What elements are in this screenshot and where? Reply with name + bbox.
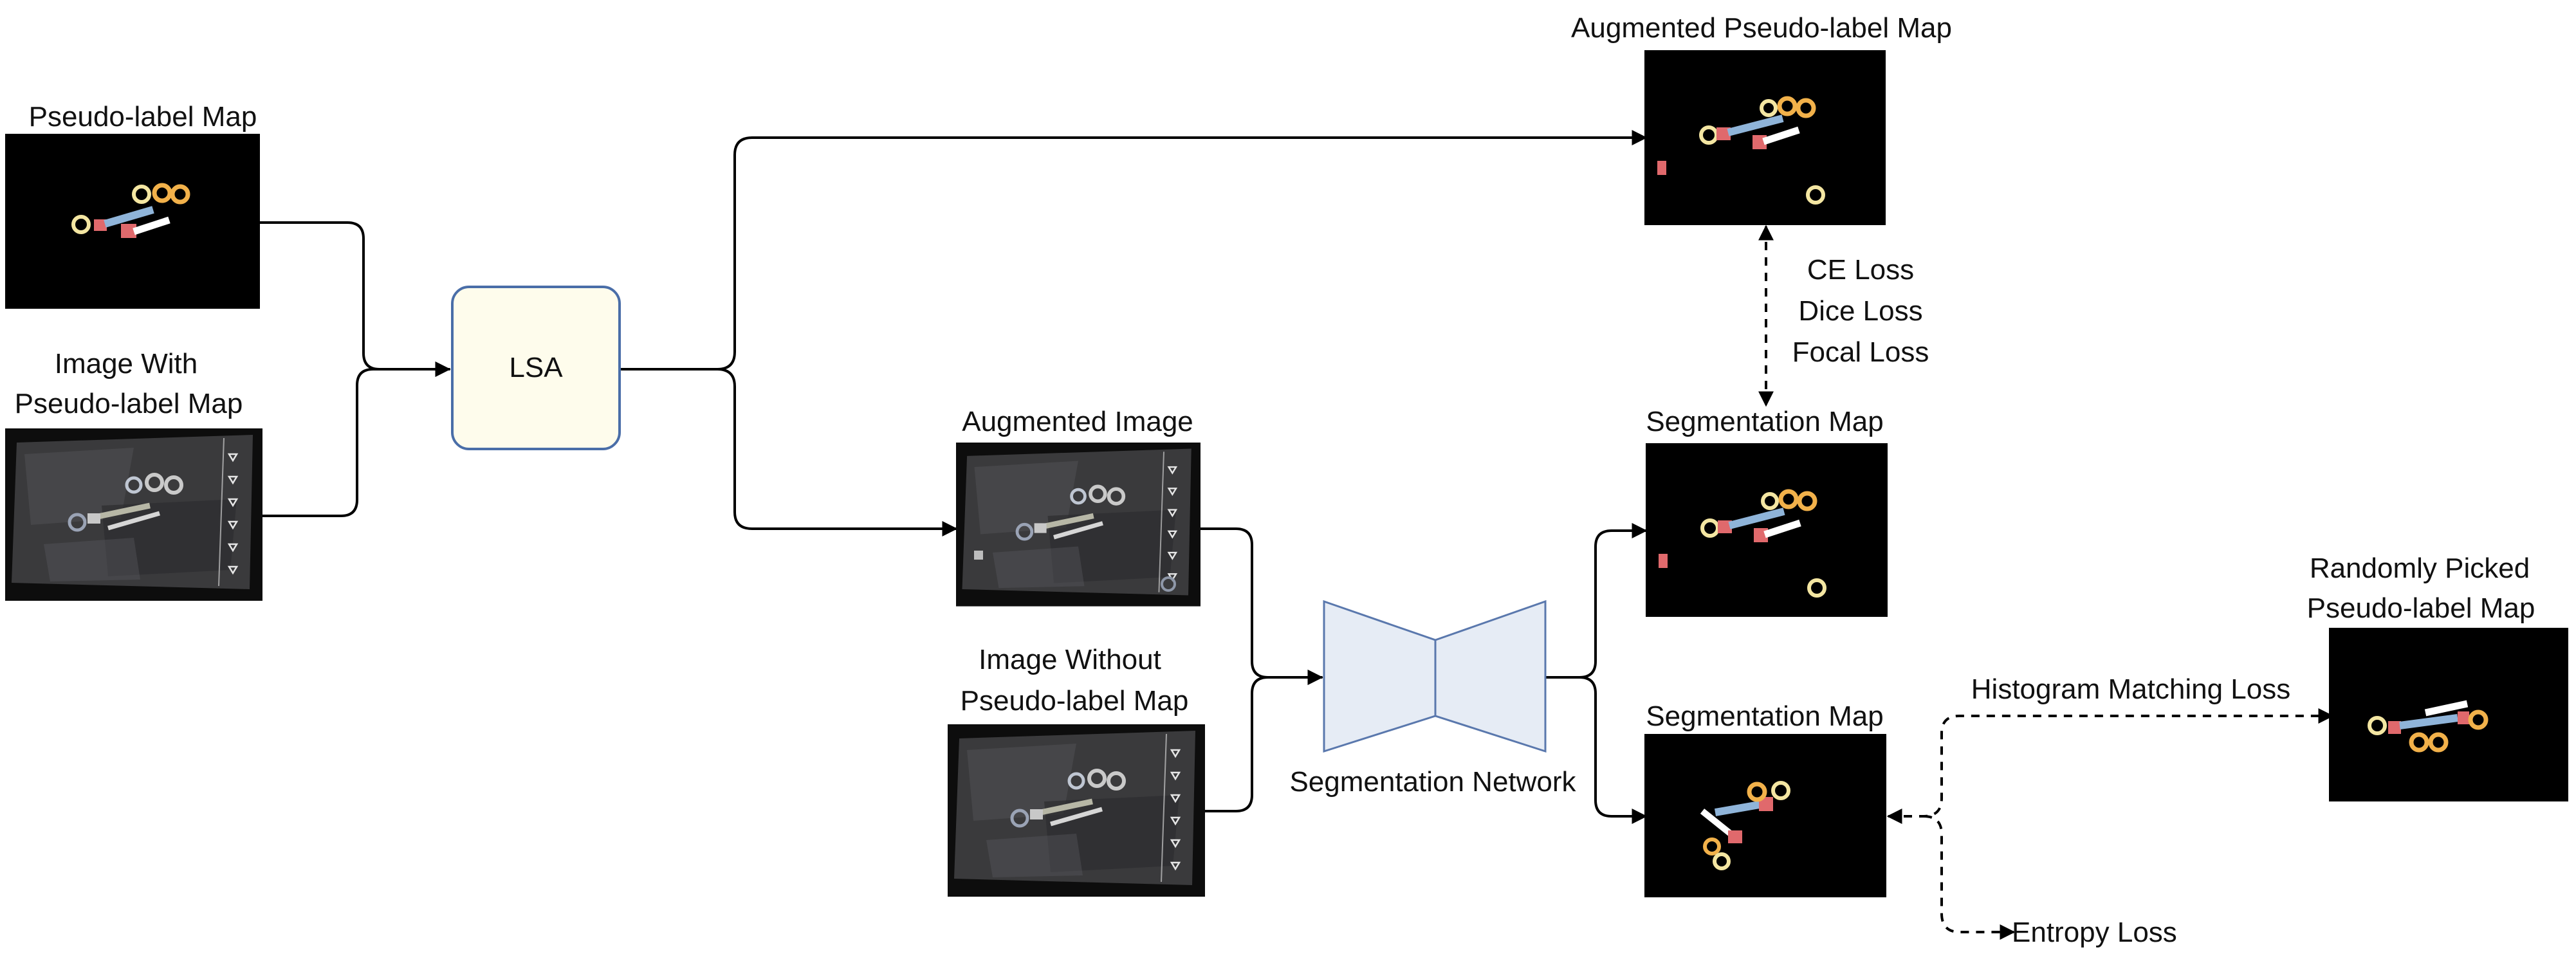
arrow-network-to-seg-map-top (1543, 523, 1648, 679)
dashed-arrow-entropy-loss (1923, 815, 2016, 940)
focal-loss-label: Focal Loss (1792, 336, 1929, 368)
dashed-arrow-histogram-loss (1886, 708, 2334, 824)
randomly-picked-label-line1: Randomly Picked (2310, 553, 2530, 584)
augmented-pseudo-label-map-label: Augmented Pseudo-label Map (1571, 12, 1952, 44)
segmentation-map-top-image (1646, 443, 1888, 617)
augmented-pseudo-label-map-image (1644, 50, 1886, 225)
arrow-aug-image-to-network (1199, 527, 1323, 685)
arrow-plm-to-lsa (257, 221, 451, 377)
image-without-label-line2: Pseudo-label Map (961, 685, 1189, 717)
entropy-loss-label: Entropy Loss (2012, 917, 2177, 948)
connectors (257, 130, 2334, 940)
arrow-image-to-lsa (257, 362, 451, 517)
image-with-pseudo-label-photo (5, 428, 262, 601)
image-without-label-line1: Image Without (979, 644, 1161, 675)
histogram-matching-loss-label: Histogram Matching Loss (1971, 673, 2290, 705)
arrow-image-without-to-network (1199, 670, 1323, 812)
randomly-picked-pseudo-label-map-image (2329, 628, 2568, 801)
segmentation-map-bottom-image (1644, 734, 1886, 897)
dice-loss-label: Dice Loss (1798, 295, 1922, 327)
segmentation-network-decoder (1434, 599, 1547, 753)
arrow-lsa-to-aug-image (716, 368, 958, 536)
augmented-image-label: Augmented Image (962, 406, 1193, 437)
image-with-label-line1: Image With (55, 348, 198, 380)
lsa-label: LSA (509, 352, 563, 383)
lsa-block (451, 286, 621, 450)
pseudo-label-map-image (5, 134, 260, 309)
arrow-network-to-seg-map-bottom (1578, 676, 1648, 824)
segmentation-network-label: Segmentation Network (1289, 766, 1576, 798)
augmented-image-photo (956, 443, 1201, 607)
pseudo-label-map-label: Pseudo-label Map (29, 101, 257, 133)
image-without-pseudo-label-photo (948, 724, 1205, 897)
arrow-lsa-to-aug-map (620, 130, 1648, 371)
segmentation-map-bottom-label: Segmentation Map (1646, 700, 1883, 732)
randomly-picked-label-line2: Pseudo-label Map (2307, 592, 2535, 624)
segmentation-network-encoder (1323, 599, 1437, 753)
image-with-label-line2: Pseudo-label Map (15, 388, 243, 419)
segmentation-map-top-label: Segmentation Map (1646, 406, 1883, 437)
ce-loss-label: CE Loss (1807, 254, 1914, 286)
